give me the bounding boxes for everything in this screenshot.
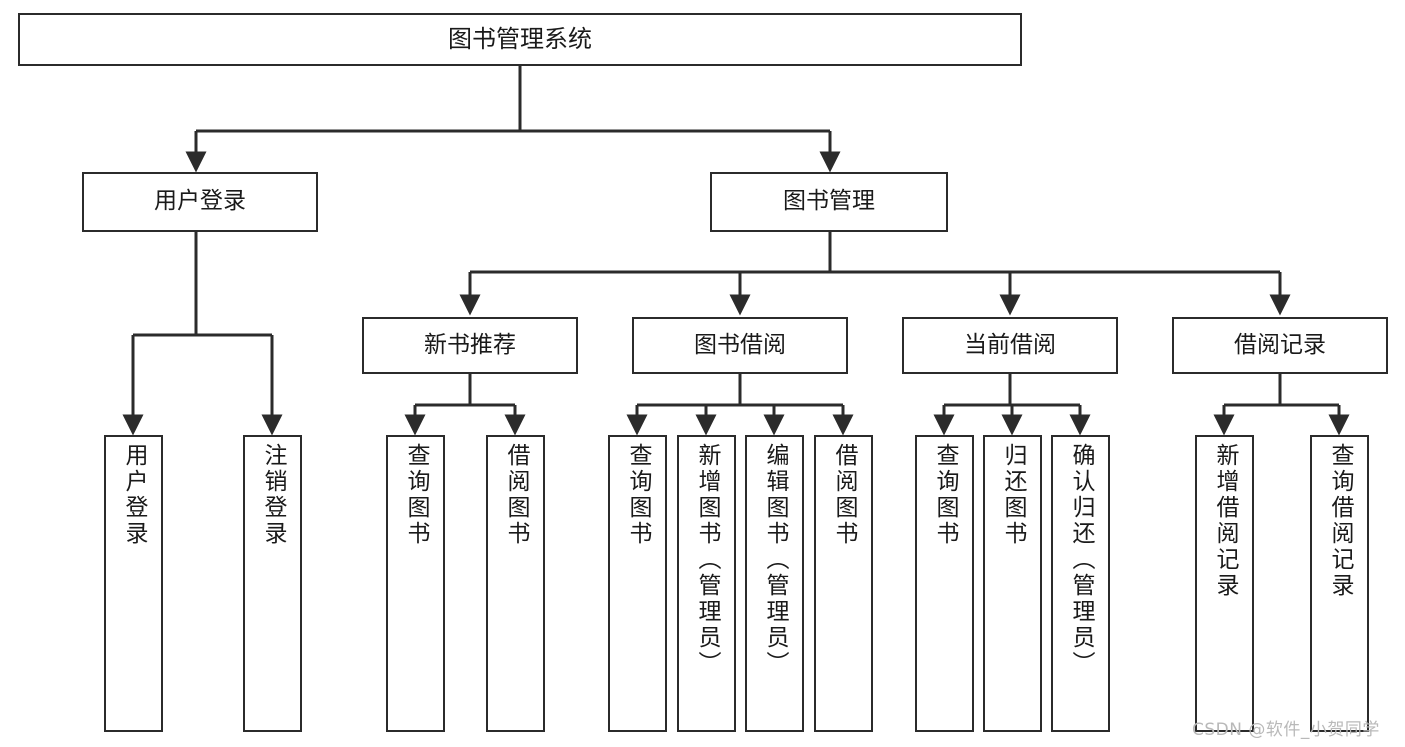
leaf-records-add[interactable]: 新增借阅记录 — [1195, 435, 1254, 732]
node-label: 新增借阅记录 — [1212, 443, 1238, 599]
node-label: 确认归还（管理员） — [1068, 443, 1094, 677]
node-borrow-records[interactable]: 借阅记录 — [1172, 317, 1388, 374]
leaf-borrow-add-book-admin[interactable]: 新增图书（管理员） — [677, 435, 736, 732]
node-label: 新书推荐 — [424, 331, 516, 358]
node-label: 当前借阅 — [964, 331, 1056, 358]
node-label: 注销登录 — [260, 443, 286, 547]
node-current-borrow[interactable]: 当前借阅 — [902, 317, 1118, 374]
node-label: 查询图书 — [403, 443, 429, 547]
leaf-current-query-book[interactable]: 查询图书 — [915, 435, 974, 732]
node-label: 归还图书 — [1000, 443, 1026, 547]
leaf-records-query[interactable]: 查询借阅记录 — [1310, 435, 1369, 732]
leaf-borrow-borrow-book[interactable]: 借阅图书 — [814, 435, 873, 732]
leaf-user-login[interactable]: 用户登录 — [104, 435, 163, 732]
node-label: 编辑图书（管理员） — [762, 443, 788, 677]
node-label: 新增图书（管理员） — [694, 443, 720, 677]
node-label: 图书管理系统 — [448, 25, 592, 54]
node-label: 查询图书 — [625, 443, 651, 547]
node-root-system[interactable]: 图书管理系统 — [18, 13, 1022, 66]
leaf-borrow-query-book[interactable]: 查询图书 — [608, 435, 667, 732]
node-label: 查询图书 — [932, 443, 958, 547]
node-label: 用户登录 — [154, 188, 246, 215]
node-user-login[interactable]: 用户登录 — [82, 172, 318, 232]
csdn-watermark: CSDN @软件_小贺同学 — [1192, 720, 1380, 740]
node-label: 借阅图书 — [831, 443, 857, 547]
node-label: 借阅图书 — [503, 443, 529, 547]
leaf-new-book-borrow[interactable]: 借阅图书 — [486, 435, 545, 732]
node-label: 用户登录 — [121, 443, 147, 547]
leaf-new-book-query[interactable]: 查询图书 — [386, 435, 445, 732]
leaf-current-return-book[interactable]: 归还图书 — [983, 435, 1042, 732]
node-label: 图书借阅 — [694, 331, 786, 358]
leaf-user-logout[interactable]: 注销登录 — [243, 435, 302, 732]
node-label: 借阅记录 — [1234, 331, 1326, 358]
leaf-current-confirm-return-admin[interactable]: 确认归还（管理员） — [1051, 435, 1110, 732]
leaf-borrow-edit-book-admin[interactable]: 编辑图书（管理员） — [745, 435, 804, 732]
node-new-book-recommend[interactable]: 新书推荐 — [362, 317, 578, 374]
node-book-management[interactable]: 图书管理 — [710, 172, 948, 232]
node-label: 图书管理 — [783, 188, 875, 215]
node-label: 查询借阅记录 — [1327, 443, 1353, 599]
node-book-borrow[interactable]: 图书借阅 — [632, 317, 848, 374]
